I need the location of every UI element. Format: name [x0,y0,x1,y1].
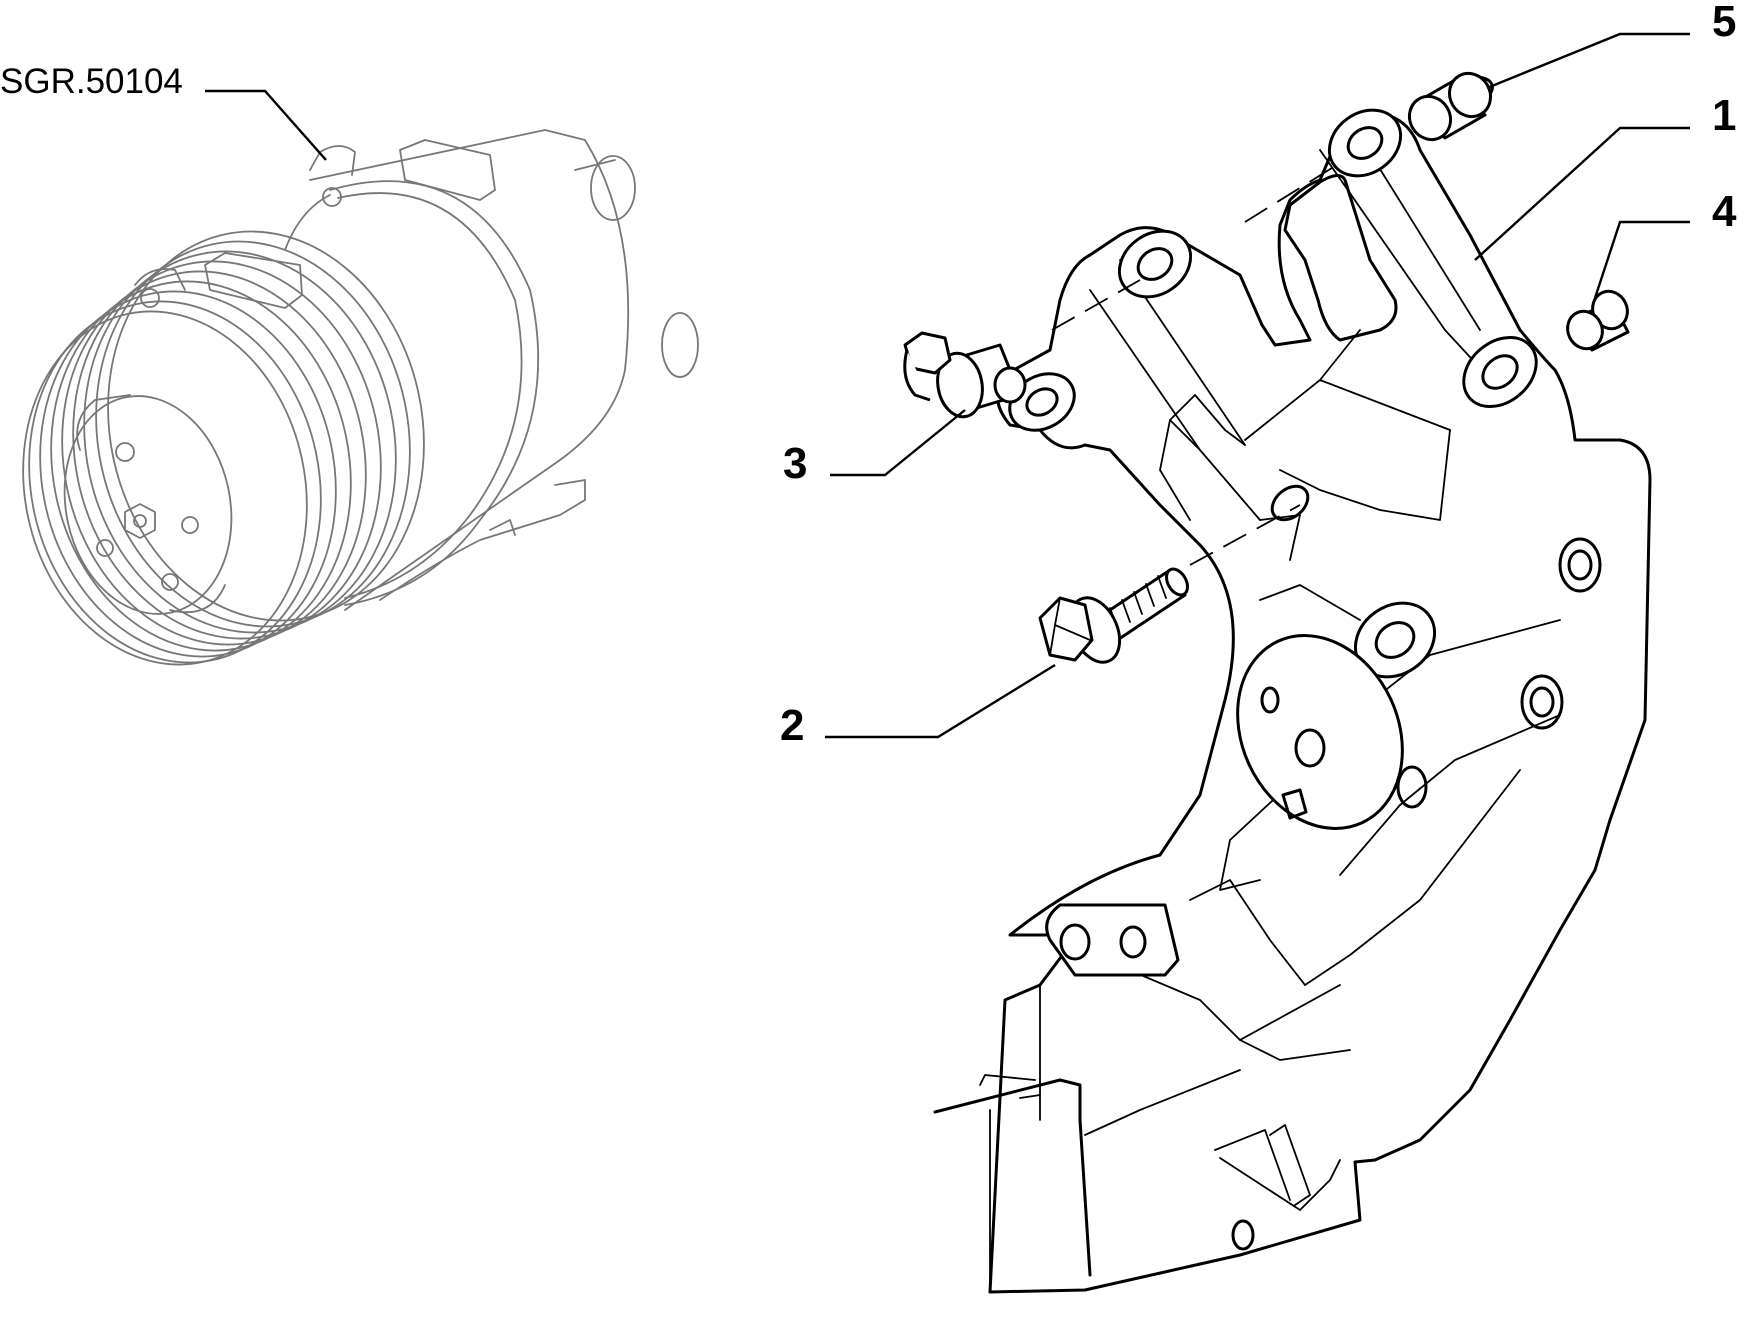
callout-2: 2 [780,701,805,750]
bushing [1566,289,1630,352]
ac-compressor [22,129,699,666]
callout-1: 1 [1712,91,1737,140]
reference-label: SGR.50104 [0,62,183,101]
assembly-lines [1051,162,1341,566]
callout-3: 3 [783,439,808,488]
leader-lines [205,32,1690,739]
short-flange-bolt [903,331,1027,419]
callout-4: 4 [1712,187,1737,236]
flanged-bushing [1407,71,1494,142]
long-flange-bolt [1038,567,1189,664]
callout-5: 5 [1712,0,1737,46]
compressor-mounting-bracket [933,108,1652,1294]
